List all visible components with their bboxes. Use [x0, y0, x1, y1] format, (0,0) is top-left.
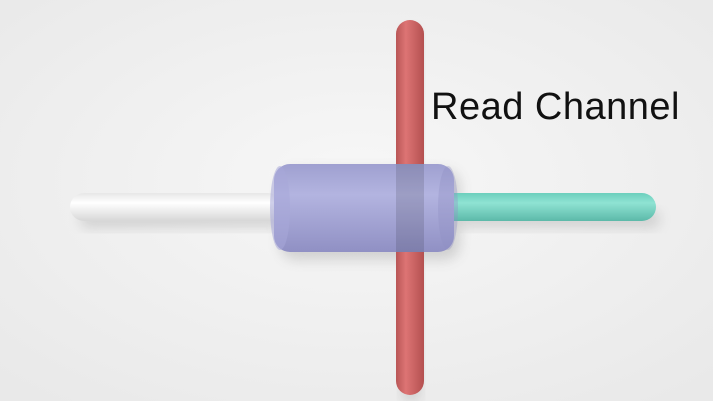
left-rod [70, 193, 282, 221]
vertical-rod-overlap-shading [396, 164, 424, 252]
right-rod [440, 193, 656, 221]
read-channel-label: Read Channel [431, 86, 680, 128]
center-cylinder [270, 164, 458, 252]
